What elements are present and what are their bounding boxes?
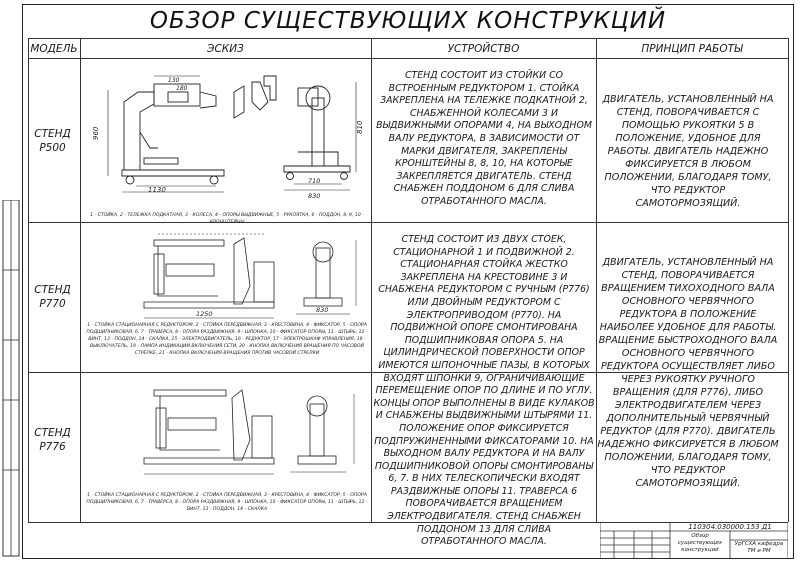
header-model: МОДЕЛЬ <box>30 43 78 55</box>
row-divider-2 <box>28 372 788 373</box>
table-top-border <box>28 38 788 39</box>
dim-180: 180 <box>176 85 188 92</box>
principle-p500: ДВИГАТЕЛЬ, УСТАНОВЛЕННЫЙ НА СТЕНД, ПОВОР… <box>602 94 774 209</box>
caption-p500: 1 - СТОЙКА, 2 - ТЕЛЕЖКА ПОДКАТНАЯ, 3 - К… <box>90 213 364 225</box>
model-p770: СТЕНД Р770 <box>34 284 71 310</box>
doc-name: Обзор существующих конструкций <box>677 533 723 553</box>
header-bottom-border <box>28 58 788 59</box>
title-block <box>600 522 788 559</box>
table-bottom-border <box>28 522 788 523</box>
header-sketch: ЭСКИЗ <box>207 43 244 55</box>
dim-960: 960 <box>92 126 100 140</box>
binding-strip <box>2 200 20 557</box>
col-line-4 <box>788 38 789 522</box>
dim-810: 810 <box>356 120 364 134</box>
drawing-frame <box>22 4 794 559</box>
col-line-0 <box>28 38 29 522</box>
header-principle: ПРИНЦИП РАБОТЫ <box>641 43 743 55</box>
doc-code: 110304.030000.153 Д1 <box>688 523 772 531</box>
device-p500: СТЕНД СОСТОИТ ИЗ СТОЙКИ СО ВСТРОЕННЫМ РЕ… <box>376 70 592 207</box>
principle-p770-p776: ДВИГАТЕЛЬ, УСТАНОВЛЕННЫЙ НА СТЕНД, ПОВОР… <box>597 257 779 489</box>
caption-p770: 1 - СТОЙКА СТАЦИОНАРНАЯ С РЕДУКТОРОМ, 2 … <box>86 323 368 356</box>
col-line-3 <box>596 38 597 522</box>
model-p776: СТЕНД Р776 <box>34 427 71 453</box>
sketch-p770: 1250 830 <box>143 233 357 319</box>
dim-830: 830 <box>308 192 320 200</box>
device-p770-p776: СТЕНД СОСТОИТ ИЗ ДВУХ СТОЕК, СТАЦИОНАРНО… <box>373 234 595 548</box>
sketch-p776 <box>143 389 355 475</box>
organization: УрГСХА кафедра ТМ и РМ <box>734 541 784 554</box>
col-line-1 <box>80 38 81 522</box>
sketch-p500: 130 1130 960 810 710 830 180 <box>92 75 364 200</box>
dim-130: 130 <box>168 77 180 84</box>
caption-p776: 1 - СТОЙКА СТАЦИОНАРНАЯ С РЕДУКТОРОМ, 2 … <box>86 493 368 512</box>
dim-1130: 1130 <box>148 186 166 194</box>
sheet-title: ОБЗОР СУЩЕСТВУЮЩИХ КОНСТРУКЦИЙ <box>149 8 667 34</box>
dim-830-b: 830 <box>316 306 328 314</box>
dim-710: 710 <box>308 177 320 185</box>
model-p500: СТЕНД Р500 <box>34 128 71 154</box>
col-line-2 <box>371 38 372 522</box>
header-device: УСТРОЙСТВО <box>447 43 520 55</box>
row-divider-1 <box>28 222 788 223</box>
dim-1250: 1250 <box>196 310 213 318</box>
